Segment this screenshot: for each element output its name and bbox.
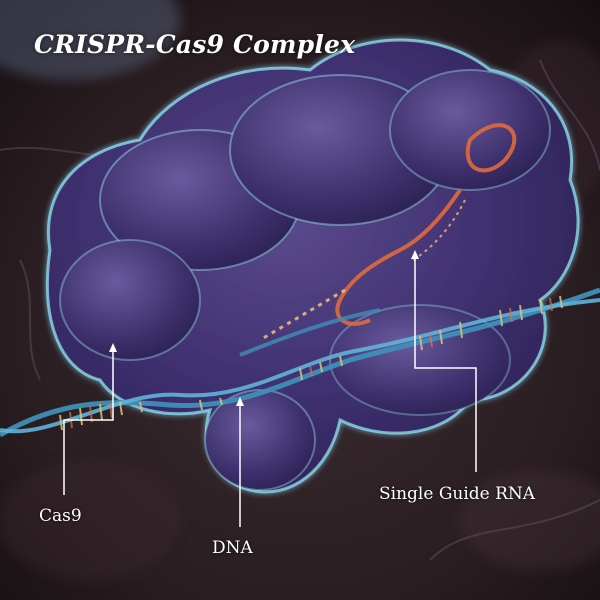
single-guide-rna-label: Single Guide RNA bbox=[379, 484, 536, 504]
cas9-label: Cas9 bbox=[39, 506, 82, 526]
callout-lines bbox=[63, 255, 477, 527]
sgrna-arrowhead bbox=[411, 250, 419, 259]
sgrna-callout-line bbox=[414, 255, 477, 472]
cas9-arrowhead bbox=[109, 343, 117, 352]
cas9-protein bbox=[45, 38, 580, 494]
background-texture bbox=[0, 0, 600, 580]
dna-label: DNA bbox=[212, 538, 253, 558]
cas9-callout-line bbox=[63, 348, 114, 495]
figure-title: CRISPR-Cas9 Complex bbox=[34, 30, 356, 59]
dna-double-helix bbox=[0, 287, 600, 438]
dna-arrowhead bbox=[236, 397, 244, 406]
callout-arrowheads bbox=[109, 250, 419, 406]
background-filaments bbox=[0, 59, 600, 561]
